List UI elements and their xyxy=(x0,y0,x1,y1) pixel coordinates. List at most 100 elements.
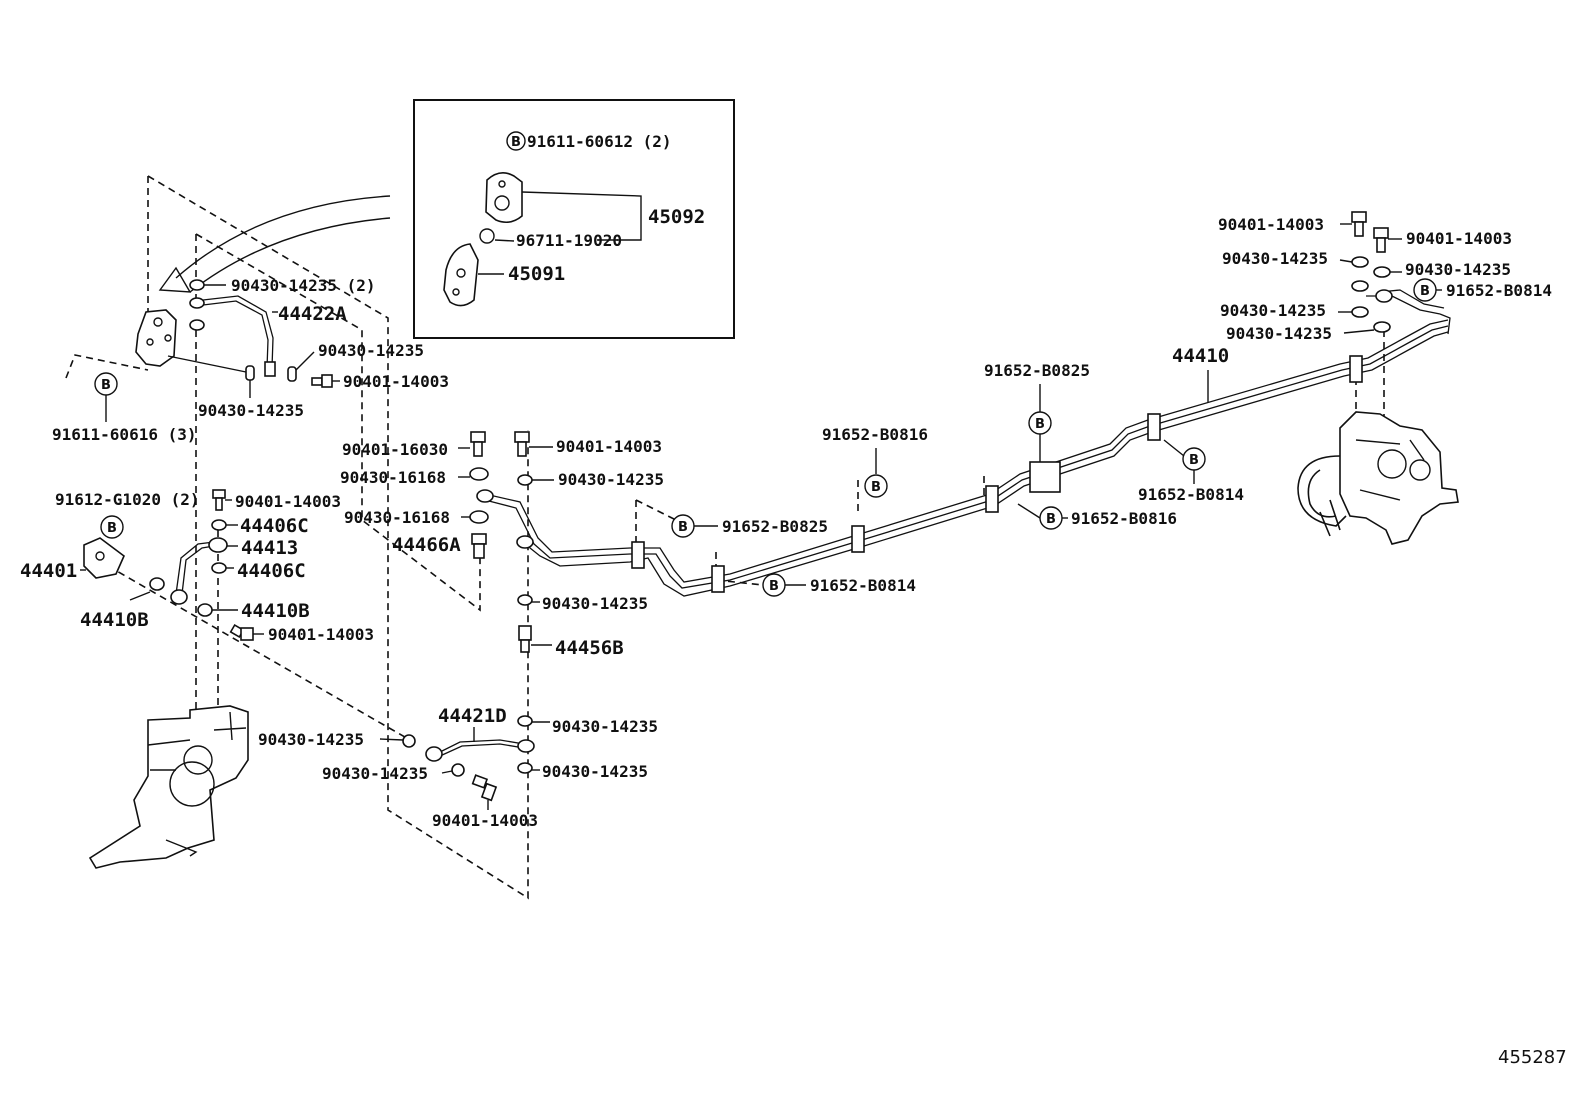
brake-line-44410-icon[interactable] xyxy=(476,289,1451,597)
label-clamp-B0814-b[interactable]: 91652-B0814 xyxy=(1138,485,1244,504)
label-union-44466A[interactable]: 44466A xyxy=(392,534,461,556)
union-44456B-icon[interactable] xyxy=(518,625,532,653)
label-washer-44410B-left[interactable]: 44410B xyxy=(80,609,149,631)
label-washer-16168-a[interactable]: 90430-16168 xyxy=(340,468,446,487)
washer-icon[interactable] xyxy=(211,562,227,574)
label-washer-center-mid[interactable]: 90430-14235 xyxy=(542,594,648,613)
label-clamp-B0825-a[interactable]: 91652-B0825 xyxy=(722,517,828,536)
bolt-marker-icon[interactable]: B xyxy=(506,131,526,151)
washer-icon[interactable] xyxy=(211,519,227,531)
tube-44422A-icon[interactable] xyxy=(202,295,274,369)
label-union-44456B[interactable]: 44456B xyxy=(555,637,624,659)
label-washer-mid-top[interactable]: 90430-14235 xyxy=(318,341,424,360)
washer-icon[interactable] xyxy=(451,763,465,777)
label-clamp-B0814-c[interactable]: 91652-B0814 xyxy=(1446,281,1552,300)
label-bolt-right-1[interactable]: 90401-14003 xyxy=(1218,215,1324,234)
label-bolt-left-bracket[interactable]: 91611-60616 (3) xyxy=(52,425,197,444)
label-washer-right-3[interactable]: 90430-14235 xyxy=(1220,301,1326,320)
washer-icon[interactable] xyxy=(189,319,205,331)
bolt-icon[interactable] xyxy=(311,374,333,388)
bolt-icon[interactable] xyxy=(471,774,498,802)
washer-icon[interactable] xyxy=(149,577,165,591)
bolt-icon[interactable] xyxy=(514,431,530,457)
tube-44421D-icon[interactable] xyxy=(439,739,525,753)
washer-icon[interactable] xyxy=(517,715,533,727)
label-bolt-44413-top[interactable]: 90401-14003 xyxy=(235,492,341,511)
label-bolt-right-2[interactable]: 90401-14003 xyxy=(1406,229,1512,248)
label-washer-44421D-bottom-right[interactable]: 90430-14235 xyxy=(542,762,648,781)
washer-icon[interactable] xyxy=(245,365,255,381)
label-clamp-B0816-b[interactable]: 91652-B0816 xyxy=(1071,509,1177,528)
label-bolt-center-top[interactable]: 90401-14003 xyxy=(556,437,662,456)
washer-icon[interactable] xyxy=(402,734,416,748)
label-bolt-44421D[interactable]: 90401-14003 xyxy=(432,811,538,830)
tube-44413-icon[interactable] xyxy=(181,545,215,595)
label-bolt-g1020[interactable]: 91612-G1020 (2) xyxy=(55,490,200,509)
label-washer-right-1[interactable]: 90430-14235 xyxy=(1222,249,1328,268)
inset-bolt-callout[interactable]: 91611-60612 (2) xyxy=(527,132,672,151)
label-washer-44421D-bottom-left[interactable]: 90430-14235 xyxy=(322,764,428,783)
washer-icon[interactable] xyxy=(197,603,213,617)
washer-icon[interactable] xyxy=(469,510,489,524)
label-tube-44422A[interactable]: 44422A xyxy=(278,303,347,325)
svg-text:B: B xyxy=(1189,453,1199,468)
label-bolt-16030[interactable]: 90401-16030 xyxy=(342,440,448,459)
bolt-marker-icon[interactable]: B xyxy=(762,573,786,597)
label-bolt-lower-left[interactable]: 90401-14003 xyxy=(268,625,374,644)
bolt-icon[interactable] xyxy=(212,489,226,511)
label-washer-right-4[interactable]: 90430-14235 xyxy=(1226,324,1332,343)
washer-icon[interactable] xyxy=(287,366,297,382)
label-tube-44410[interactable]: 44410 xyxy=(1172,345,1229,367)
washer-icon[interactable] xyxy=(517,594,533,606)
label-tube-44413[interactable]: 44413 xyxy=(241,537,298,559)
washer-icon[interactable] xyxy=(189,279,205,291)
gasket-icon[interactable] xyxy=(479,228,495,244)
washer-icon[interactable] xyxy=(1373,321,1391,333)
bolt-marker-icon[interactable]: B xyxy=(94,372,118,396)
bolt-marker-icon[interactable]: B xyxy=(1182,447,1206,471)
label-washer-44421D-right[interactable]: 90430-14235 xyxy=(552,717,658,736)
label-washer-center-top[interactable]: 90430-14235 xyxy=(558,470,664,489)
bolt-icon[interactable] xyxy=(1351,211,1367,237)
washer-icon[interactable] xyxy=(189,297,205,309)
label-clamp-B0814-a[interactable]: 91652-B0814 xyxy=(810,576,916,595)
bracket-upper-left-icon[interactable] xyxy=(135,309,177,367)
bracket-45091-icon[interactable] xyxy=(443,243,479,307)
inset-gasket-label[interactable]: 96711-19020 xyxy=(516,231,622,250)
washer-icon[interactable] xyxy=(1373,266,1391,278)
steering-knuckle-right-icon[interactable] xyxy=(1297,411,1459,545)
washer-icon[interactable] xyxy=(469,467,489,481)
bolt-marker-icon[interactable]: B xyxy=(864,474,888,498)
label-bolt-mid-top[interactable]: 90401-14003 xyxy=(343,372,449,391)
bolt-marker-icon[interactable]: B xyxy=(1028,411,1052,435)
label-washer-44406C-a[interactable]: 44406C xyxy=(240,515,309,537)
label-part-44401[interactable]: 44401 xyxy=(20,560,77,582)
bracket-45092-icon[interactable] xyxy=(485,172,523,224)
label-washer-left-pair[interactable]: 90430-14235 (2) xyxy=(231,276,376,295)
label-washer-44421D-left[interactable]: 90430-14235 xyxy=(258,730,364,749)
washer-icon[interactable] xyxy=(517,474,533,486)
bolt-marker-icon[interactable]: B xyxy=(100,515,124,539)
bolt-icon[interactable] xyxy=(1373,227,1389,253)
label-clamp-B0825-b[interactable]: 91652-B0825 xyxy=(984,361,1090,380)
bolt-marker-icon[interactable]: B xyxy=(671,514,695,538)
label-washer-right-2[interactable]: 90430-14235 xyxy=(1405,260,1511,279)
inset-group-label[interactable]: 45092 xyxy=(648,206,705,228)
washer-icon[interactable] xyxy=(1351,306,1369,318)
label-clamp-B0816-a[interactable]: 91652-B0816 xyxy=(822,425,928,444)
washer-icon[interactable] xyxy=(1351,256,1369,268)
union-44466A-icon[interactable] xyxy=(471,533,487,559)
steering-knuckle-left-icon[interactable] xyxy=(88,705,249,869)
washer-icon[interactable] xyxy=(517,762,533,774)
label-washer-44406C-b[interactable]: 44406C xyxy=(237,560,306,582)
inset-bracket-label[interactable]: 45091 xyxy=(508,263,565,285)
bolt-icon[interactable] xyxy=(229,623,254,641)
label-washer-16168-b[interactable]: 90430-16168 xyxy=(344,508,450,527)
bracket-44401-icon[interactable] xyxy=(83,537,125,579)
label-washer-44410B-right[interactable]: 44410B xyxy=(241,600,310,622)
bolt-icon[interactable] xyxy=(470,431,486,457)
label-tube-44421D[interactable]: 44421D xyxy=(438,705,507,727)
label-washer-left-bottom[interactable]: 90430-14235 xyxy=(198,401,304,420)
bolt-marker-icon[interactable]: B xyxy=(1039,506,1063,530)
bolt-marker-icon[interactable]: B xyxy=(1413,278,1437,302)
